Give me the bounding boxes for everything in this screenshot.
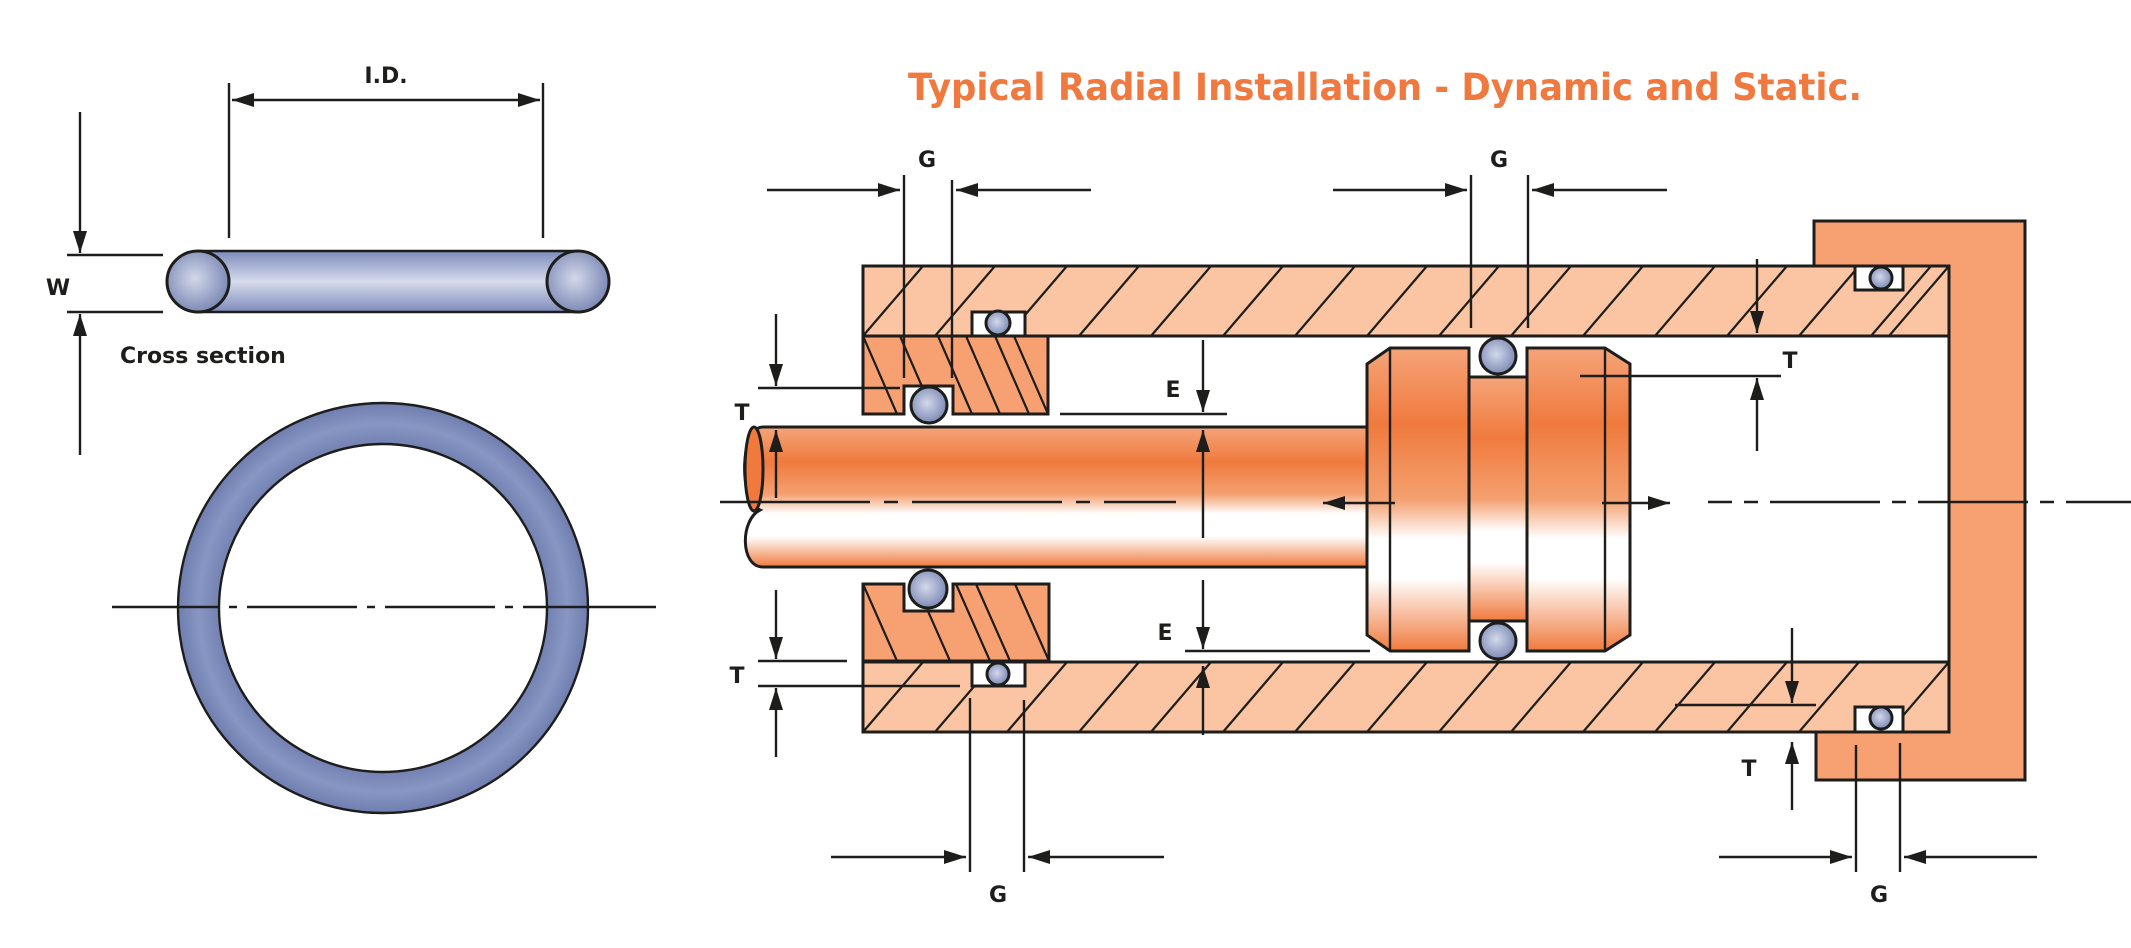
gland-bottom <box>861 568 1051 663</box>
dim-g-piston-top: G <box>1333 148 1667 328</box>
rod-oring-bottom <box>907 568 949 610</box>
figure-title: Typical Radial Installation - Dynamic an… <box>908 66 1862 109</box>
oring-side-view <box>165 249 611 314</box>
width-dimension: W Cross section <box>46 112 286 455</box>
width-label: W <box>46 276 70 301</box>
oring-front-view <box>112 401 656 815</box>
id-dimension: I.D. <box>227 64 545 238</box>
dim-g-gland-top: G <box>767 148 1091 378</box>
dim-t-piston: T <box>1580 259 1798 451</box>
housing-top-wall <box>861 264 1951 338</box>
t-label-static-bottom-right: T <box>1741 757 1756 782</box>
dim-g-static-bottom-left: G <box>831 698 1164 908</box>
g-label-static-bottom-right: G <box>1870 883 1888 908</box>
rod-end-cut <box>743 425 765 513</box>
oring-tube-body <box>198 251 578 312</box>
rod-oring-top <box>909 385 949 425</box>
g-label-static-bottom-left: G <box>989 883 1007 908</box>
g-label-gland-top: G <box>918 148 936 173</box>
dim-g-static-bottom-right: G <box>1719 743 2037 908</box>
oring-left-end <box>165 249 231 314</box>
t-label-rod-top: T <box>734 401 749 426</box>
g-label-piston-top: G <box>1490 148 1508 173</box>
piston-rod <box>743 425 1369 569</box>
cross-section-label: Cross section <box>120 344 286 369</box>
oring-right-end <box>545 249 611 314</box>
piston-oring-bottom <box>1478 621 1518 661</box>
static-oring-bottom-left <box>985 661 1011 687</box>
dim-t-rod-top: T <box>734 314 900 498</box>
static-oring-top-left <box>984 309 1012 337</box>
static-oring-bottom-right <box>1868 705 1894 731</box>
piston-right-land <box>1525 346 1632 653</box>
static-oring-top-right <box>1868 265 1894 291</box>
id-label: I.D. <box>364 64 407 89</box>
piston-groove-core <box>1467 375 1529 623</box>
gland-top <box>861 334 1050 425</box>
housing-bottom-wall <box>861 660 1951 734</box>
t-label-piston: T <box>1782 349 1797 374</box>
piston-oring-top <box>1478 336 1518 376</box>
piston-left-land <box>1365 346 1471 653</box>
e-label-bottom: E <box>1157 621 1172 646</box>
dim-t-rod-bottom: T <box>729 590 960 757</box>
piston <box>1365 336 1632 661</box>
e-label-top: E <box>1165 378 1180 403</box>
dim-e-top: E <box>1060 340 1227 538</box>
dim-e-bottom: E <box>1157 580 1370 735</box>
t-label-rod-bottom: T <box>729 664 744 689</box>
dim-t-static-bottom-right: T <box>1675 628 1816 810</box>
